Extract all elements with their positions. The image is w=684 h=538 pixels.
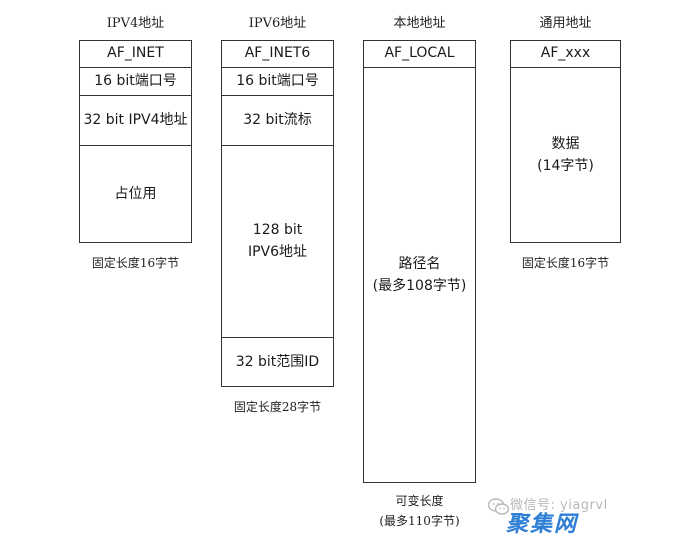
length-caption-line: (最多110字节) <box>379 514 460 528</box>
length-caption-local: 可变长度 (最多110字节) <box>353 491 486 531</box>
struct-field-label: 32 bit IPV4地址 <box>83 111 188 128</box>
watermark-account: 微信号: yiagrvl <box>510 498 608 513</box>
length-caption-ipv4: 固定长度16字节 <box>69 253 202 273</box>
struct-field-label: AF_xxx <box>540 44 591 61</box>
struct-field-label: AF_LOCAL <box>384 44 455 61</box>
column-title-generic: 通用地址 <box>539 16 592 31</box>
column-title-ipv4: IPV4地址 <box>106 16 165 31</box>
struct-field-label: 16 bit端口号 <box>94 72 177 89</box>
column-title-local: 本地地址 <box>393 16 446 31</box>
struct-field: 数据 (14字节) <box>511 68 620 243</box>
struct-field: 32 bit范围ID <box>222 338 333 387</box>
struct-field-label: 数据 <box>551 135 580 152</box>
struct-field-label: 占位用 <box>114 185 157 202</box>
watermark: 微信号: yiagrvl 聚集网 <box>488 494 678 537</box>
struct-box-ipv4: AF_INET 16 bit端口号 32 bit IPV4地址占位用 <box>79 40 192 243</box>
struct-field-label: AF_INET6 <box>244 44 311 61</box>
struct-field-label: AF_INET <box>107 44 164 61</box>
length-caption-ipv6: 固定长度28字节 <box>211 397 344 417</box>
length-caption-line: 可变长度 <box>395 494 444 508</box>
length-caption-line: 固定长度16字节 <box>521 256 610 270</box>
struct-field: AF_INET6 <box>222 40 333 68</box>
struct-field: 32 bit IPV4地址 <box>80 96 191 146</box>
struct-field: 16 bit端口号 <box>222 68 333 96</box>
struct-field-label: 32 bit流标 <box>243 111 312 128</box>
column-title-ipv6: IPV6地址 <box>248 16 307 31</box>
length-caption-line: 固定长度16字节 <box>91 256 180 270</box>
struct-field: AF_INET <box>80 40 191 68</box>
struct-field: AF_LOCAL <box>364 40 475 68</box>
struct-box-generic: AF_xxx 数据 (14字节) <box>510 40 621 243</box>
watermark-site-logo: 聚集网 <box>506 512 579 537</box>
struct-field-label: 128 bit <box>252 221 303 238</box>
struct-field: 占位用 <box>80 146 191 243</box>
struct-field: 16 bit端口号 <box>80 68 191 96</box>
struct-field-label: (最多108字节) <box>372 277 467 294</box>
struct-field-label: 路径名 <box>398 255 441 272</box>
struct-field-label: 32 bit范围ID <box>235 353 320 370</box>
struct-field: 路径名 (最多108字节) <box>364 68 475 483</box>
struct-field-label: (14字节) <box>537 157 594 174</box>
struct-field: AF_xxx <box>511 40 620 68</box>
struct-field-label: IPV6地址 <box>247 243 308 260</box>
length-caption-generic: 固定长度16字节 <box>500 253 631 273</box>
struct-field: 32 bit流标 <box>222 96 333 146</box>
struct-field-label: 16 bit端口号 <box>236 72 319 89</box>
length-caption-line: 固定长度28字节 <box>233 400 322 414</box>
wechat-icon <box>488 498 510 515</box>
struct-box-local: AF_LOCAL 路径名 (最多108字节) <box>363 40 476 483</box>
